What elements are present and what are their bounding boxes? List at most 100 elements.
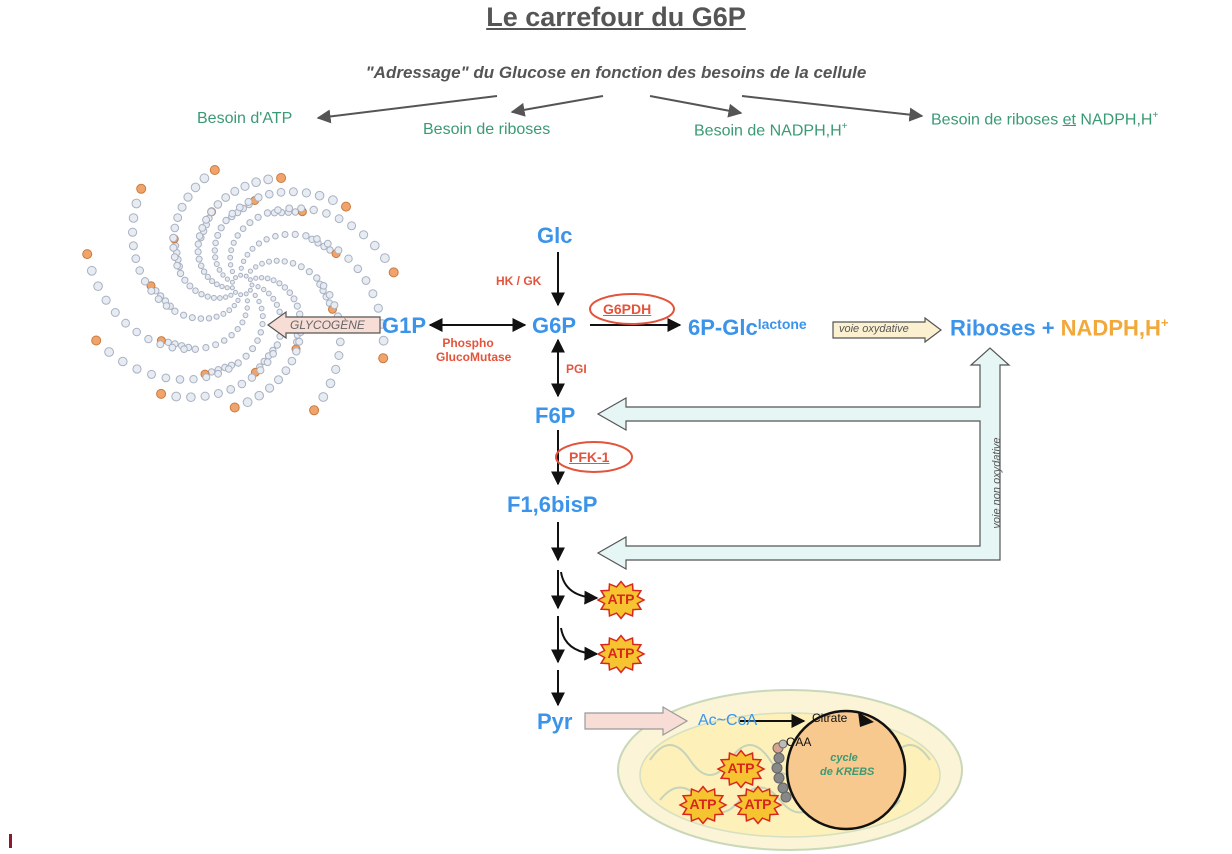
- lactone-main: 6P-Glc: [688, 315, 758, 340]
- atp-burst-shape: [596, 634, 646, 674]
- glucose-residue: [171, 391, 182, 402]
- glucose-residue: [330, 301, 339, 310]
- glucose-residue: [254, 390, 265, 401]
- atp-burst-shape: [716, 749, 766, 789]
- glucose-residue: [331, 364, 341, 374]
- glucose-residue: [253, 275, 259, 281]
- glucose-residue: [244, 305, 250, 311]
- glucose-residue: [257, 329, 264, 336]
- atp-label-5: ATP: [744, 796, 772, 812]
- glucose-residue: [86, 265, 97, 276]
- glucose-residue: [225, 365, 233, 373]
- glucose-residue: [295, 337, 304, 346]
- glucose-residue: [247, 268, 253, 274]
- glucose-residue: [213, 200, 223, 209]
- glucose-residue: [221, 193, 231, 202]
- glucose-residue: [242, 397, 253, 408]
- glucose-residue: [228, 332, 235, 339]
- glucose-residue: [229, 268, 235, 275]
- glucose-residue: [230, 239, 237, 246]
- glucose-residue: [222, 216, 230, 225]
- glucose-residue: [190, 182, 201, 193]
- atp-label-4: ATP: [689, 796, 717, 812]
- glucose-residue: [169, 243, 178, 252]
- glucose-residue: [214, 231, 222, 239]
- glucose-residue: [305, 268, 313, 276]
- glucose-residue: [289, 260, 297, 267]
- glucose-residue: [219, 283, 225, 290]
- atp-burst-shape: [596, 580, 646, 620]
- glucose-residue: [328, 195, 338, 206]
- non-oxidative-arrows: [596, 347, 1011, 571]
- glucose-residue: [255, 284, 261, 290]
- oxidative-arrow: [832, 316, 942, 344]
- glycogen-arrow: [266, 310, 381, 340]
- glucose-residue: [121, 318, 130, 328]
- glucose-residue: [242, 352, 250, 360]
- glucose-residue: [227, 262, 234, 268]
- glucose-residue: [242, 312, 249, 319]
- glucose-residue: [259, 260, 265, 267]
- glucose-residue: [276, 173, 287, 183]
- need-riboses: Besoin de riboses: [423, 121, 551, 138]
- glucose-residue: [240, 258, 247, 264]
- glucose-residue: [235, 203, 244, 212]
- glucose-residue: [194, 248, 202, 256]
- glucose-residue: [131, 198, 142, 209]
- glucose-residue: [247, 287, 253, 293]
- glucose-residue: [176, 269, 185, 278]
- glucose-residue: [212, 239, 219, 247]
- glucose-residue: [266, 258, 272, 265]
- glucose-residue: [189, 375, 198, 384]
- glucose-residue: [188, 314, 196, 322]
- glucose-residue: [181, 276, 189, 284]
- glucose-residue: [217, 295, 223, 301]
- glucose-residue: [199, 173, 210, 184]
- need-nadph: Besoin de NADPH,H+: [694, 121, 847, 140]
- glucose-residue: [209, 165, 220, 175]
- glucose-residue: [309, 205, 318, 215]
- enzyme-hk-gk: HK / GK: [496, 274, 542, 288]
- glycogen-label: GLYCOGÈNE: [290, 318, 365, 332]
- glucose-residue: [344, 254, 353, 263]
- glucose-residue: [249, 345, 257, 353]
- lactone-sup: lactone: [757, 316, 807, 332]
- glucose-residue: [256, 298, 262, 305]
- glucose-residue: [368, 289, 378, 299]
- glucose-residue: [104, 347, 114, 357]
- glucose-residue: [198, 224, 207, 232]
- glucose-residue: [259, 321, 266, 328]
- glucose-residue: [229, 285, 235, 291]
- glucose-residue: [200, 391, 210, 401]
- need-arrows: [316, 95, 924, 124]
- glucose-residue: [220, 272, 226, 278]
- metabolite-citrate: Citrate: [812, 711, 848, 725]
- glucose-residue: [131, 254, 141, 264]
- glucose-residue: [144, 334, 153, 344]
- glucose-residue: [140, 277, 150, 286]
- glucose-residue: [244, 197, 253, 206]
- glucose-residue: [325, 291, 334, 299]
- glucose-residue: [227, 254, 234, 261]
- glucose-residue: [269, 350, 278, 358]
- glucose-residue: [253, 264, 259, 270]
- glucose-residue: [281, 366, 291, 376]
- glucose-residue: [110, 308, 120, 317]
- krebs-label-2: de KREBS: [820, 766, 875, 778]
- glucose-residue: [183, 192, 193, 202]
- need-atp: Besoin d'ATP: [197, 110, 293, 127]
- glucose-residue: [249, 245, 256, 252]
- glucose-residue: [281, 284, 289, 291]
- oxidative-label: voie oxydative: [839, 323, 909, 335]
- pgm-line-1: Phospho: [442, 336, 494, 350]
- glucose-residue: [373, 303, 383, 313]
- glucose-residue: [281, 258, 288, 265]
- enzyme-pgi: PGI: [566, 362, 587, 376]
- glucose-residue: [272, 232, 279, 240]
- glucose-residue: [259, 313, 266, 320]
- glucose-residue: [323, 239, 332, 248]
- glucose-residue: [286, 289, 294, 297]
- glucose-residue: [334, 246, 343, 255]
- metabolite-pyr: Pyr: [537, 709, 573, 734]
